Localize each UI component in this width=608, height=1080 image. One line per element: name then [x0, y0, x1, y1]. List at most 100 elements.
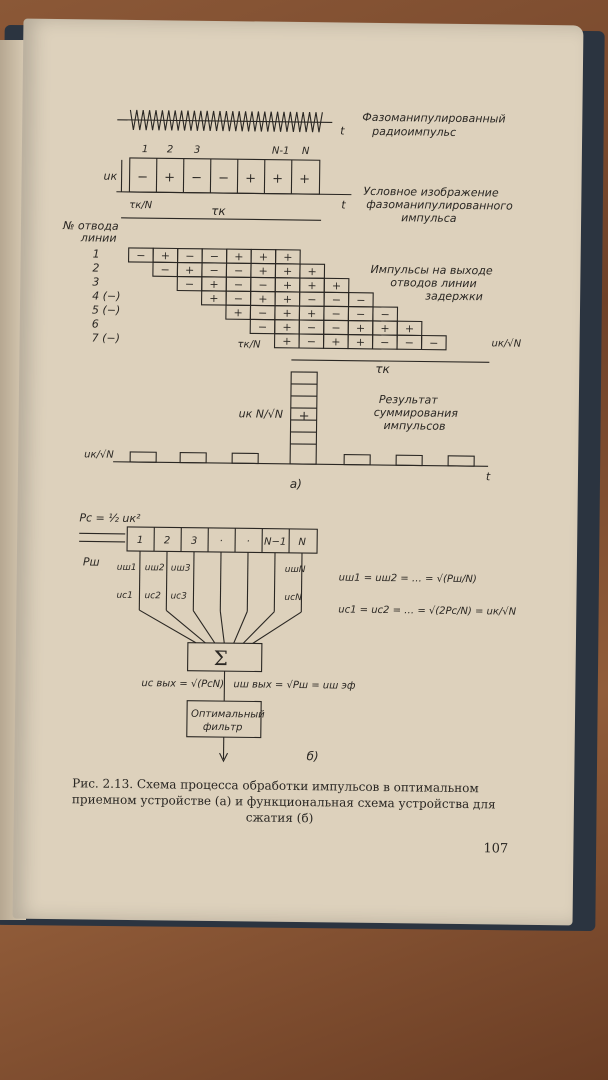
sum-wire — [233, 611, 248, 644]
delay-cell-sign: + — [380, 322, 389, 335]
code-sign: − — [218, 171, 229, 186]
noise-out-label: uш вых = √Pш = uш эф — [233, 679, 356, 691]
tap-row-label: 1 — [93, 247, 100, 260]
delay-cell-sign: + — [283, 279, 292, 292]
delay-cell-sign: − — [210, 264, 219, 277]
noise-equation: uш1 = uш2 = … = √(Pш/N) — [339, 573, 477, 586]
delay-cell-sign: − — [332, 293, 341, 306]
page-number: 107 — [483, 841, 508, 856]
delay-cell-sign: + — [259, 251, 268, 264]
svg-text:+: + — [299, 409, 310, 424]
caption-line-1: Рис. 2.13. Схема процесса обработки импу… — [72, 776, 479, 795]
delay-cell-sign: + — [209, 278, 218, 291]
filter-label-1: Оптимальный — [191, 709, 265, 721]
tap-wire — [273, 552, 276, 612]
delay-cell-sign: − — [380, 308, 389, 321]
out-label-2: отводов линии — [390, 276, 476, 290]
delay-cell-sign: + — [234, 306, 243, 319]
sum-wire — [165, 609, 206, 644]
tau-k-n-label: τк/N — [129, 200, 153, 211]
out-label-3: задержки — [425, 290, 483, 304]
optimal-filter: Оптимальный фильтр — [186, 700, 265, 763]
delay-cell-sign: + — [185, 264, 194, 277]
sum-wire — [252, 611, 302, 644]
delay-cell-sign: − — [331, 321, 340, 334]
figure-2-13: t Фазоманипулированный радиоимпульс 1 2 … — [62, 109, 522, 857]
t-axis-label-2: t — [341, 199, 346, 212]
delay-cell-sign: − — [307, 293, 316, 306]
delay-cell-sign: + — [283, 293, 292, 306]
delay-cell-sign: + — [283, 265, 292, 278]
code-strip: − + − − + + + uк t τк/N τк Условное изоб… — [104, 157, 513, 225]
tap-row-labels: 1 2 3 4 (−) 5 (−) 6 7 (−) — [92, 247, 121, 344]
summator: Σ — [187, 642, 263, 702]
line-cell: 1 — [137, 535, 144, 546]
sidelobes-axis: uк/√N t а) — [84, 449, 491, 491]
tap-header-1: № отвода — [62, 219, 119, 233]
ush-label: uш2 — [145, 563, 165, 573]
radio-pulse-waveform: t Фазоманипулированный радиоимпульс — [117, 109, 506, 139]
delay-cell-sign: + — [161, 249, 170, 262]
uc-label: uсN — [284, 593, 302, 603]
part-b-label: б) — [306, 749, 318, 763]
delay-cell-sign: − — [429, 337, 438, 350]
line-cell: · — [246, 536, 249, 547]
delay-cell-sign: + — [332, 279, 341, 292]
delay-cell-sign: − — [234, 264, 243, 277]
delay-cell-sign: − — [258, 279, 267, 292]
delay-cell-sign: − — [356, 308, 365, 321]
figure-caption: Рис. 2.13. Схема процесса обработки импу… — [72, 776, 496, 825]
delay-cell-sign: + — [282, 335, 291, 348]
uk-sqrtn-label-2: uк/√N — [84, 449, 114, 460]
code-sign: − — [137, 170, 148, 185]
tap-row-label: 3 — [92, 275, 99, 288]
tap-row-label: 6 — [92, 317, 99, 330]
tap-wire — [246, 552, 249, 612]
uk-sqrtn-label: uк/√N — [492, 338, 522, 349]
uk-label: uк — [104, 170, 118, 183]
ush-label: uшN — [285, 565, 306, 575]
code-sign: + — [245, 171, 256, 186]
pos-n: N — [302, 146, 310, 157]
line-cell: N−1 — [264, 537, 286, 548]
uc-label: uс1 — [116, 591, 133, 601]
tau-k-n-label-2: τк/N — [237, 339, 261, 350]
tap-row-label: 7 (−) — [92, 331, 120, 344]
delay-cell-sign: − — [234, 292, 243, 305]
cond-label-2: фазоманипулированного — [366, 198, 513, 213]
delay-cell-sign: + — [307, 279, 316, 292]
tap-wire — [165, 551, 168, 611]
delay-cell-sign: − — [307, 335, 316, 348]
delay-cell-sign: + — [356, 322, 365, 335]
delay-cell-sign: + — [307, 307, 316, 320]
sum-wire — [192, 610, 216, 644]
t-axis-label-3: t — [486, 470, 491, 483]
uc-label: uс3 — [170, 591, 187, 601]
tap-wire — [192, 551, 195, 611]
summing-fan-lines — [138, 551, 303, 644]
delay-cell-sign: − — [185, 278, 194, 291]
tap-row-label: 5 (−) — [92, 303, 120, 316]
delay-cell-sign: + — [405, 322, 414, 335]
code-sign: + — [164, 170, 175, 185]
delay-cell-sign: − — [380, 336, 389, 349]
result-label-3: импульсов — [383, 419, 445, 433]
tap-delay-line: 1 2 3 · · N−1 N — [126, 526, 318, 554]
delay-cell-sign: + — [356, 336, 365, 349]
delay-cell-sign: + — [209, 292, 218, 305]
tau-k-label-2: τк — [375, 362, 390, 376]
pc-label: Pс = ½ uк² — [79, 511, 141, 525]
delay-cell-sign: − — [331, 307, 340, 320]
tap-wire — [219, 552, 222, 612]
tau-k-label: τк — [211, 204, 226, 218]
line-cell: N — [298, 537, 306, 548]
pos-1: 1 — [142, 144, 149, 155]
delay-cell-sign: + — [258, 293, 267, 306]
delay-cell — [420, 334, 447, 351]
delay-cell-sign: − — [161, 263, 170, 276]
caption-line-2: приемном устройстве (а) и функциональная… — [72, 792, 496, 811]
delay-cell-sign: + — [308, 265, 317, 278]
tap-header-2: линии — [80, 231, 117, 244]
sum-wire — [242, 611, 275, 644]
tap-row-label: 4 (−) — [92, 289, 120, 302]
